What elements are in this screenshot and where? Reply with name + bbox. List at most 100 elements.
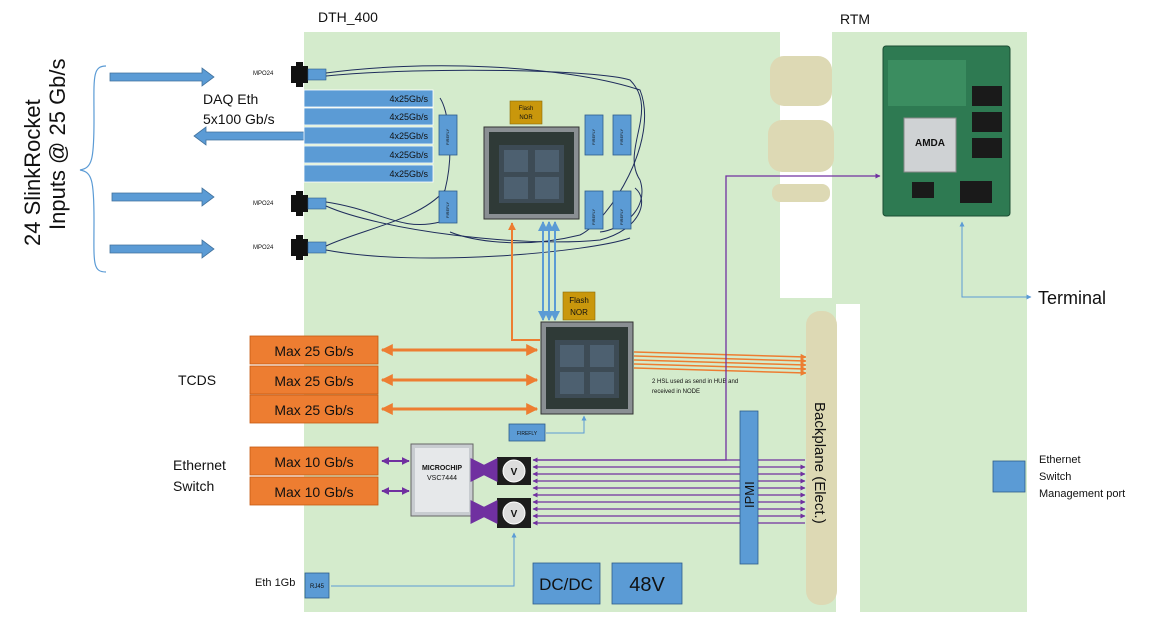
input-arrow bbox=[109, 67, 215, 87]
48v-block: 48V bbox=[611, 562, 683, 605]
dcdc-label: DC/DC bbox=[539, 575, 593, 594]
firefly-label: FIREFLY bbox=[619, 129, 624, 145]
firefly-module: FIREFLY bbox=[438, 190, 458, 224]
backplane-eth-bus bbox=[532, 457, 806, 526]
fiber-cables bbox=[325, 65, 646, 259]
flash-label: Flash bbox=[569, 296, 589, 305]
input-arrow bbox=[111, 187, 215, 207]
mpo-label: MPO24 bbox=[253, 201, 274, 207]
eth1gb-link bbox=[331, 532, 517, 587]
daq-label-line1: DAQ Eth bbox=[203, 91, 258, 107]
mgmt-label: Switch bbox=[1039, 471, 1071, 483]
rtm-mgmt-link bbox=[533, 173, 881, 461]
som-brand: AMDA bbox=[915, 138, 945, 149]
mpo-label: MPO24 bbox=[253, 71, 274, 77]
ethernet-label-line1: Ethernet bbox=[173, 457, 226, 473]
flash-label: NOR bbox=[570, 308, 588, 317]
tcds-link-label: Max 25 Gb/s bbox=[274, 402, 353, 418]
tcds-label: TCDS bbox=[178, 372, 216, 388]
mpo-connector: MPO24 bbox=[253, 235, 327, 260]
board-connectors bbox=[768, 56, 834, 202]
mpo-connector: MPO24 bbox=[253, 62, 327, 87]
rj45-connector: RJ45 bbox=[304, 572, 330, 599]
ipmi-label: IPMI bbox=[742, 481, 757, 508]
firefly-module: FIREFLY bbox=[438, 114, 458, 156]
fpga-top bbox=[483, 126, 580, 220]
ethernet-link-label: Max 10 Gb/s bbox=[274, 484, 353, 500]
ethernet-link-label: Max 10 Gb/s bbox=[274, 454, 353, 470]
qsfp-label: 4x25Gb/s bbox=[389, 131, 428, 141]
flash-nor-bottom: Flash NOR bbox=[562, 291, 596, 321]
qsfp-port: 4x25Gb/s bbox=[303, 164, 434, 183]
board-title: DTH_400 bbox=[318, 9, 378, 25]
firefly-label: FIREFLY bbox=[591, 209, 596, 225]
qsfp-label: 4x25Gb/s bbox=[389, 94, 428, 104]
hsl-links bbox=[633, 351, 807, 376]
ipmi-block: IPMI bbox=[739, 410, 759, 565]
mpo-label: MPO24 bbox=[253, 245, 274, 251]
ethernet-link: Max 10 Gb/s bbox=[249, 446, 410, 476]
qsfp-port: 4x25Gb/s bbox=[303, 126, 434, 145]
rtm-som-module: AMDA bbox=[882, 45, 1011, 217]
switch-phy-arrows bbox=[470, 458, 498, 524]
phy-chip: V bbox=[497, 457, 531, 485]
microchip-switch-chip: MICROCHIP VSC7444 bbox=[410, 443, 474, 517]
input-brace bbox=[79, 65, 107, 273]
firefly-module: FIREFLY bbox=[508, 415, 587, 442]
terminal-label: Terminal bbox=[1038, 288, 1106, 308]
slink-inputs-label: 24 SlinkRocket Inputs @ 25 Gb/s bbox=[20, 58, 70, 246]
rtm-title: RTM bbox=[840, 11, 870, 27]
hsl-note: received in NODE bbox=[652, 389, 700, 395]
qsfp-label: 4x25Gb/s bbox=[389, 112, 428, 122]
firefly-module: FIREFLY bbox=[612, 190, 632, 230]
firefly-label: FIREFLY bbox=[591, 129, 596, 145]
eth1gb-label: Eth 1Gb bbox=[255, 577, 295, 589]
tcds-link: Max 25 Gb/s bbox=[249, 335, 539, 365]
slink-label-line2: Inputs @ 25 Gb/s bbox=[45, 58, 70, 230]
switch-model: VSC7444 bbox=[427, 475, 457, 482]
qsfp-port: 4x25Gb/s bbox=[303, 89, 434, 108]
switch-brand: MICROCHIP bbox=[422, 465, 462, 472]
qsfp-label: 4x25Gb/s bbox=[389, 169, 428, 179]
qsfp-port: 4x25Gb/s bbox=[303, 107, 434, 126]
ethernet-label-line2: Switch bbox=[173, 478, 214, 494]
firefly-label: FIREFLY bbox=[517, 431, 538, 437]
backplane-connector: Backplane (Elect.) bbox=[806, 311, 837, 605]
input-arrow bbox=[109, 239, 215, 259]
rj45-label: RJ45 bbox=[310, 584, 325, 590]
fpga-interconnect bbox=[508, 221, 560, 341]
terminal-link bbox=[959, 221, 1032, 300]
mpo-connector: MPO24 bbox=[253, 191, 327, 216]
tcds-link: Max 25 Gb/s bbox=[249, 365, 539, 395]
firefly-label: FIREFLY bbox=[445, 129, 450, 145]
mgmt-label: Ethernet bbox=[1039, 454, 1081, 466]
fpga-bottom bbox=[540, 321, 634, 415]
flash-label: Flash bbox=[519, 106, 534, 112]
qsfp-label: 4x25Gb/s bbox=[389, 150, 428, 160]
tcds-link-label: Max 25 Gb/s bbox=[274, 343, 353, 359]
firefly-module: FIREFLY bbox=[612, 114, 632, 156]
tcds-link-label: Max 25 Gb/s bbox=[274, 373, 353, 389]
svg-text:V: V bbox=[511, 509, 518, 520]
dcdc-block: DC/DC bbox=[532, 562, 601, 605]
daq-label-line2: 5x100 Gb/s bbox=[203, 111, 275, 127]
daq-output-arrow bbox=[193, 126, 305, 146]
firefly-label: FIREFLY bbox=[619, 209, 624, 225]
firefly-module: FIREFLY bbox=[584, 114, 604, 156]
firefly-module: FIREFLY bbox=[584, 190, 604, 230]
mgmt-label: Management port bbox=[1039, 488, 1125, 500]
slink-label-line1: 24 SlinkRocket bbox=[20, 99, 45, 246]
qsfp-stack: 4x25Gb/s 4x25Gb/s 4x25Gb/s 4x25Gb/s 4x25… bbox=[303, 89, 434, 183]
firefly-label: FIREFLY bbox=[445, 202, 450, 218]
tcds-link: Max 25 Gb/s bbox=[249, 394, 539, 424]
phy-chip: V bbox=[497, 498, 531, 528]
flash-label: NOR bbox=[519, 115, 533, 121]
mgmt-port-icon bbox=[992, 460, 1026, 493]
hsl-note: 2 HSL used as send in HUB and bbox=[652, 379, 738, 385]
backplane-label: Backplane (Elect.) bbox=[811, 402, 828, 524]
flash-nor-top: Flash NOR bbox=[509, 100, 543, 125]
48v-label: 48V bbox=[629, 574, 665, 596]
svg-text:V: V bbox=[511, 467, 518, 478]
ethernet-link: Max 10 Gb/s bbox=[249, 476, 410, 506]
